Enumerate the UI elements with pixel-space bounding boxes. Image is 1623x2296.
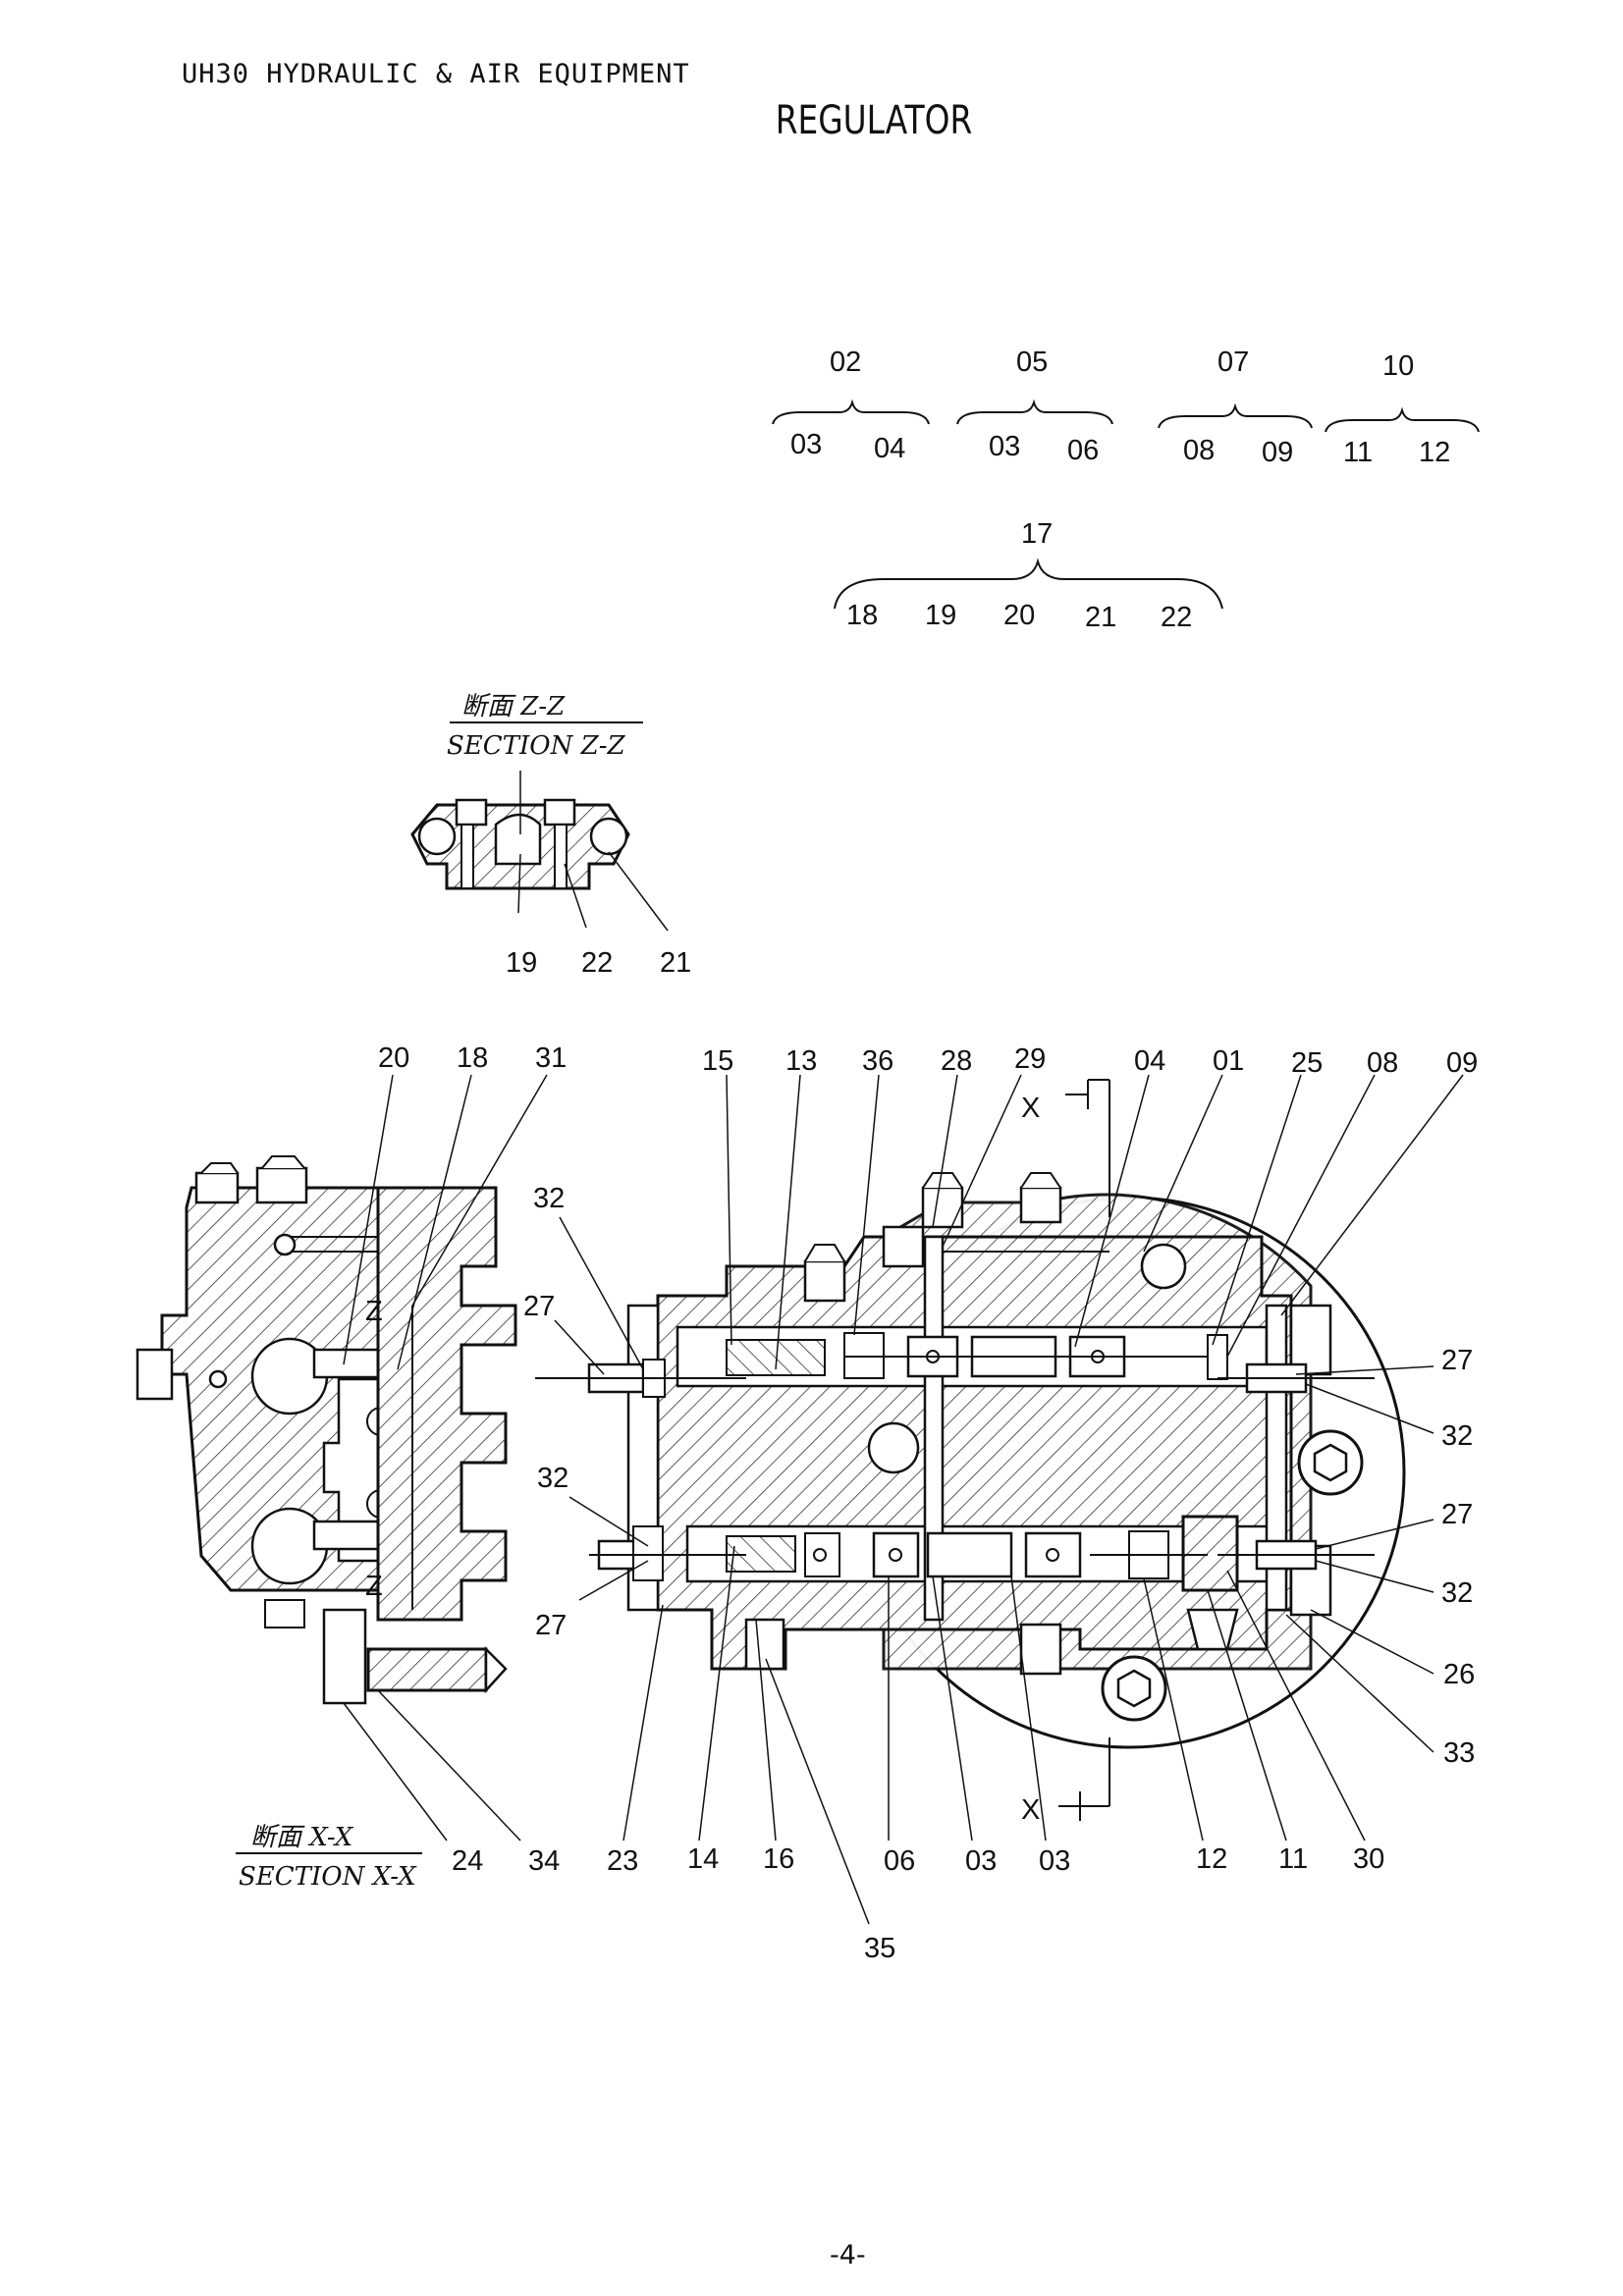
part-label: 33 (1443, 1737, 1475, 1769)
part-label: 06 (884, 1845, 915, 1877)
part-label: 32 (533, 1183, 565, 1214)
part-label: 27 (1441, 1345, 1473, 1376)
group-10-child-1: 11 (1343, 437, 1373, 468)
cut-marker-x-bottom: X (1021, 1794, 1040, 1826)
section-zz-title-jp: 断面 Z-Z (461, 692, 566, 721)
group-07-child-1: 08 (1183, 435, 1215, 466)
part-label: 18 (457, 1042, 488, 1074)
group-17-child-4: 21 (1085, 602, 1116, 633)
group-17-child-2: 19 (925, 600, 956, 631)
group-05-child-1: 03 (989, 431, 1020, 462)
group-17-child-1: 18 (846, 600, 878, 631)
part-label: 16 (763, 1843, 794, 1875)
group-05-parent: 05 (1016, 347, 1048, 378)
part-label: 03 (1039, 1845, 1070, 1877)
part-label: 12 (1196, 1843, 1227, 1875)
section-xx-left-view: Z Z 断面 X-X SECTION X-X (135, 1155, 517, 1892)
group-02-child-1: 03 (790, 429, 822, 460)
part-label: 29 (1014, 1043, 1046, 1075)
cut-marker-x-top: X (1021, 1093, 1040, 1124)
leader-lines (343, 1074, 1464, 1925)
section-zz-label-2: 22 (581, 947, 613, 979)
section-xx-title-jp: 断面 X-X (250, 1823, 354, 1852)
part-label: 01 (1213, 1045, 1244, 1077)
part-label: 20 (378, 1042, 409, 1074)
part-label: 23 (607, 1845, 638, 1877)
part-label: 27 (535, 1610, 567, 1641)
part-label: 15 (702, 1045, 733, 1077)
part-label: 31 (535, 1042, 567, 1074)
regulator-main-section: X X (535, 1079, 1406, 1826)
marker-z-bottom: Z (365, 1571, 383, 1602)
part-label: 25 (1291, 1047, 1323, 1079)
assembly-groups: 02 03 04 05 03 06 07 08 09 10 11 12 17 1… (772, 347, 1480, 633)
part-label: 32 (537, 1463, 568, 1494)
section-zz-title-en: SECTION Z-Z (447, 731, 625, 761)
part-label: 27 (523, 1291, 555, 1322)
part-label: 24 (452, 1845, 483, 1877)
group-10-child-2: 12 (1419, 437, 1450, 468)
part-label: 14 (687, 1843, 719, 1875)
section-zz-label-3: 21 (660, 947, 691, 979)
part-label: 09 (1446, 1047, 1478, 1079)
part-label: 08 (1367, 1047, 1398, 1079)
part-labels: 20 18 31 15 13 36 28 29 04 01 25 08 09 3… (378, 1042, 1478, 1964)
group-05-child-2: 06 (1067, 435, 1099, 466)
part-label: 28 (941, 1045, 972, 1077)
group-17-parent: 17 (1021, 518, 1053, 550)
part-label: 34 (528, 1845, 560, 1877)
part-label: 04 (1134, 1045, 1165, 1077)
group-17-child-3: 20 (1003, 600, 1035, 631)
part-label: 27 (1441, 1499, 1473, 1530)
page-title: REGULATOR (775, 98, 973, 143)
part-label: 03 (965, 1845, 997, 1877)
page-number: -4- (830, 2240, 866, 2270)
part-label: 26 (1443, 1659, 1475, 1690)
section-zz: 断面 Z-Z SECTION Z-Z 19 22 21 (410, 692, 691, 979)
group-07-parent: 07 (1217, 347, 1249, 378)
part-label: 36 (862, 1045, 893, 1077)
group-07-child-2: 09 (1262, 437, 1293, 468)
document-header: UH30 HYDRAULIC & AIR EQUIPMENT (182, 59, 690, 89)
part-label: 32 (1441, 1420, 1473, 1452)
part-label: 30 (1353, 1843, 1384, 1875)
part-label: 13 (785, 1045, 817, 1077)
part-label: 32 (1441, 1577, 1473, 1609)
group-10-parent: 10 (1382, 350, 1414, 382)
part-label: 11 (1278, 1843, 1308, 1875)
group-17-child-5: 22 (1161, 602, 1192, 633)
group-02-child-2: 04 (874, 433, 905, 464)
group-02-parent: 02 (830, 347, 861, 378)
part-label: 35 (864, 1933, 895, 1964)
section-xx-title-en: SECTION X-X (239, 1862, 417, 1892)
marker-z-top: Z (365, 1296, 383, 1327)
section-zz-label-1: 19 (506, 947, 537, 979)
